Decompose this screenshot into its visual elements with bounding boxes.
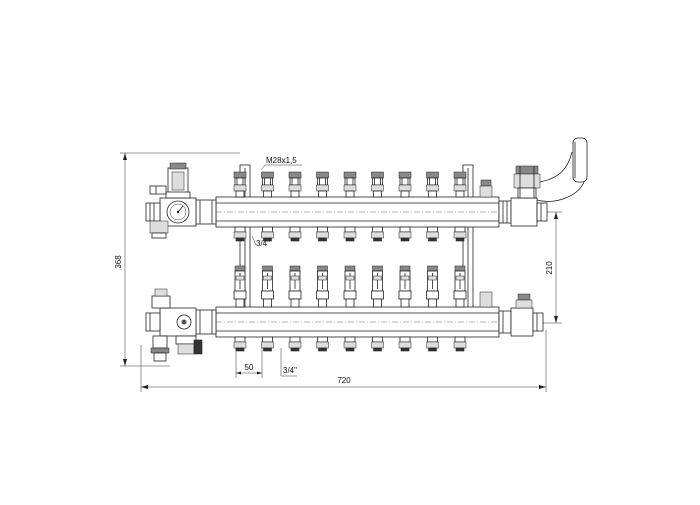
flowmeter [371, 265, 384, 352]
supply-valve [398, 171, 412, 242]
return-right-assembly [498, 293, 544, 337]
dim-outlet-spacing-label: 50 [245, 363, 254, 372]
thread-top-outlet-label: 3/4" [256, 239, 270, 248]
vent-valve-icon [515, 293, 533, 309]
air-vent-icon [165, 162, 191, 199]
thread-bottom-outlet-label: 3/4" [283, 366, 297, 375]
flowmeter [426, 265, 439, 352]
bypass-cap [479, 179, 493, 308]
flowmeter [398, 265, 412, 352]
dim-width-label: 720 [337, 376, 351, 385]
supply-valve [343, 171, 357, 242]
thermostat-head-icon [175, 335, 203, 355]
supply-outlets [233, 171, 493, 308]
thread-callouts: M28x1,5 3/4" 3/4" [251, 156, 302, 377]
supply-header [205, 196, 515, 228]
supply-valve [453, 171, 467, 242]
flowmeter [233, 265, 247, 352]
supply-right-assembly [498, 137, 588, 227]
flowmeter [453, 265, 467, 352]
dim-outlet-spacing: 50 [235, 345, 263, 378]
thread-main-label: M28x1,5 [266, 156, 297, 165]
supply-valve [233, 171, 247, 242]
dim-height: 368 [114, 152, 240, 367]
return-outlets [233, 265, 467, 352]
dim-height-label: 368 [114, 255, 123, 269]
actuator-cable-icon [536, 137, 588, 202]
pressure-gauge-icon [166, 200, 190, 224]
dim-header-spacing: 210 [530, 211, 562, 324]
actuator-icon [513, 165, 541, 199]
supply-valve [316, 171, 329, 242]
dim-header-spacing-label: 210 [545, 261, 554, 275]
return-left-assembly [145, 288, 217, 362]
flowmeter [261, 265, 274, 352]
return-header [205, 306, 515, 338]
supply-left-assembly [145, 162, 217, 239]
flowmeter [288, 265, 302, 352]
flowmeter [316, 265, 329, 352]
supply-valve [371, 171, 384, 242]
flowmeter [343, 265, 357, 352]
supply-valve [426, 171, 439, 242]
dim-width: 720 [140, 330, 547, 392]
drain-valve-icon [150, 288, 171, 362]
supply-valve [288, 171, 302, 242]
supply-valve [261, 171, 274, 242]
